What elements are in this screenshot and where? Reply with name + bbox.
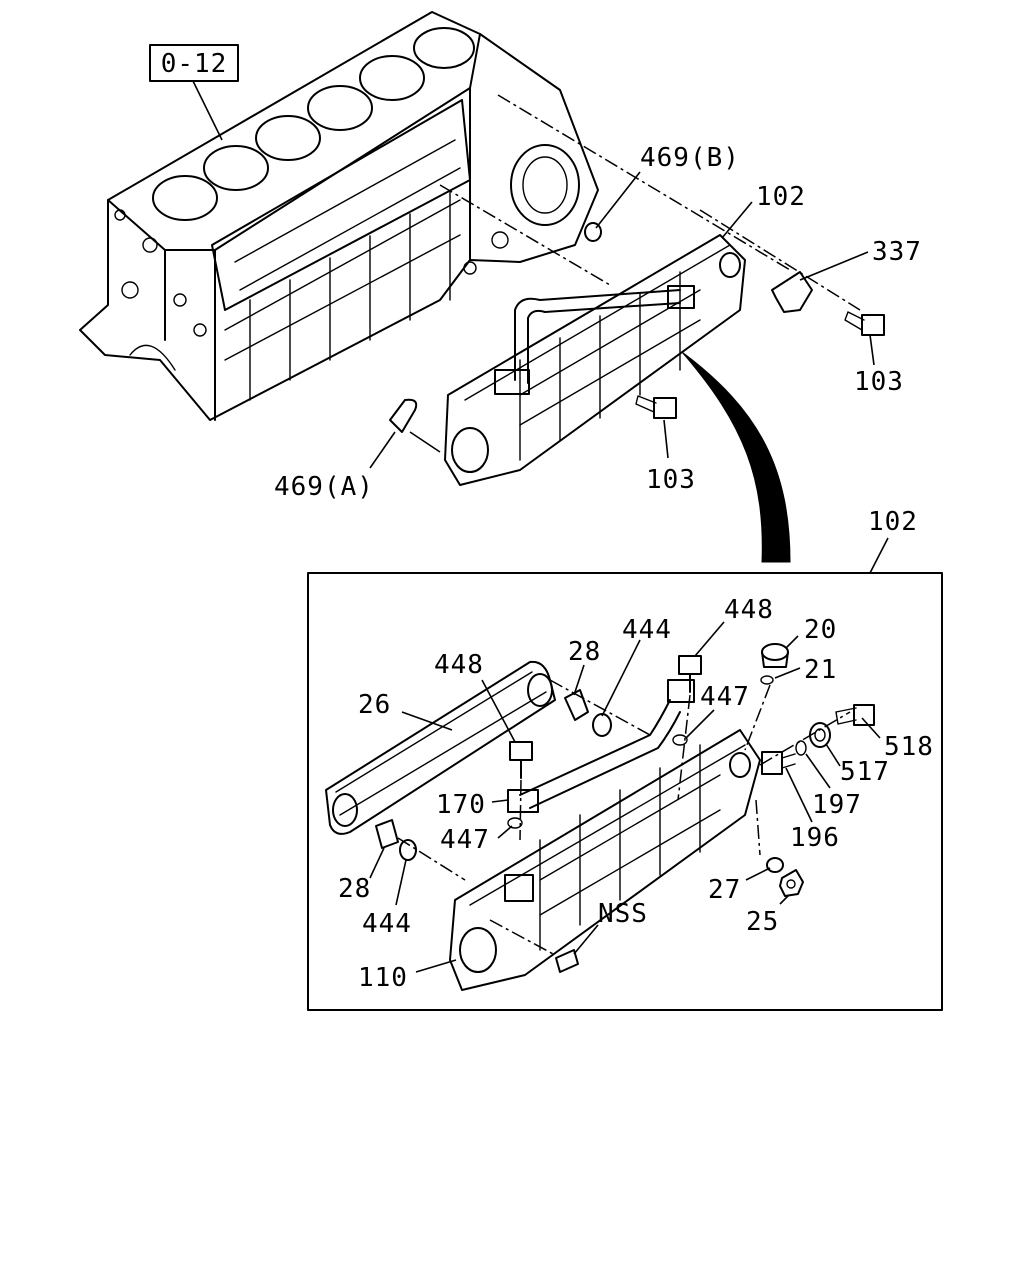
alignment-lines-inset [397, 679, 851, 956]
o-ring-469b [584, 222, 602, 242]
cooler-element-26 [325, 660, 556, 835]
label-197: 197 [812, 790, 862, 820]
label-518: 518 [884, 732, 934, 762]
label-20: 20 [804, 615, 837, 645]
label-337: 337 [872, 237, 922, 267]
label-448-right: 448 [724, 595, 774, 625]
label-517: 517 [840, 757, 890, 787]
washer-197 [795, 740, 807, 756]
bolt-103-middle [635, 395, 677, 419]
label-28-bottom: 28 [338, 874, 371, 904]
bolt-518 [835, 704, 875, 726]
o-ring-444-top [592, 713, 612, 737]
labels-inset: 448 26 28 444 448 20 21 447 518 517 197 … [338, 595, 934, 993]
inset-detail: 102 [307, 507, 943, 1011]
inset-frame [307, 572, 943, 1011]
label-26: 26 [358, 690, 391, 720]
oil-cooler-case-110 [449, 729, 761, 991]
washer-447-bottom [507, 817, 523, 829]
nss-plate [555, 949, 579, 973]
gasket-469a [389, 398, 418, 433]
bolt-448-right [678, 655, 702, 693]
washer-447-top [672, 734, 688, 746]
spring-517 [809, 722, 831, 748]
label-103-middle: 103 [646, 465, 696, 495]
label-196: 196 [790, 823, 840, 853]
leader-lines-inset [369, 621, 881, 973]
label-170: 170 [436, 790, 486, 820]
label-469a: 469(A) [274, 472, 374, 502]
leader-lines-upper [369, 171, 875, 469]
bracket-337 [771, 271, 813, 313]
oil-cooler-assembly-upper [444, 234, 746, 486]
label-21: 21 [804, 655, 837, 685]
alignment-lines-upper [439, 94, 861, 311]
washer-27 [766, 857, 784, 873]
label-447-top: 447 [700, 682, 750, 712]
detail-arrow [681, 351, 791, 563]
pipe-170 [507, 679, 695, 813]
plug-20 [761, 643, 789, 668]
bolt-103-right [844, 311, 885, 336]
label-110: 110 [358, 963, 408, 993]
label-447-bottom: 447 [440, 825, 490, 855]
label-102-upper: 102 [756, 182, 806, 212]
o-ring-444-bottom [399, 839, 417, 861]
reference-box: 0-12 [149, 44, 239, 141]
engine-block [79, 11, 599, 421]
label-27: 27 [708, 875, 741, 905]
label-469b: 469(B) [640, 143, 740, 173]
ring-21 [760, 675, 774, 685]
gasket-28-bottom [375, 819, 399, 849]
label-102-inset: 102 [868, 507, 918, 537]
reference-box-label: 0-12 [161, 49, 228, 79]
valve-196 [761, 751, 796, 775]
labels-upper: 469(B) 102 337 103 103 469(A) [274, 143, 922, 502]
label-103-right: 103 [854, 367, 904, 397]
nut-25 [779, 869, 804, 897]
label-25: 25 [746, 907, 779, 937]
label-28-top: 28 [568, 637, 601, 667]
bolt-448-left [509, 741, 533, 779]
label-444-top: 444 [622, 615, 672, 645]
label-448-left: 448 [434, 650, 484, 680]
label-444-bottom: 444 [362, 909, 412, 939]
label-nss: NSS [598, 899, 648, 929]
